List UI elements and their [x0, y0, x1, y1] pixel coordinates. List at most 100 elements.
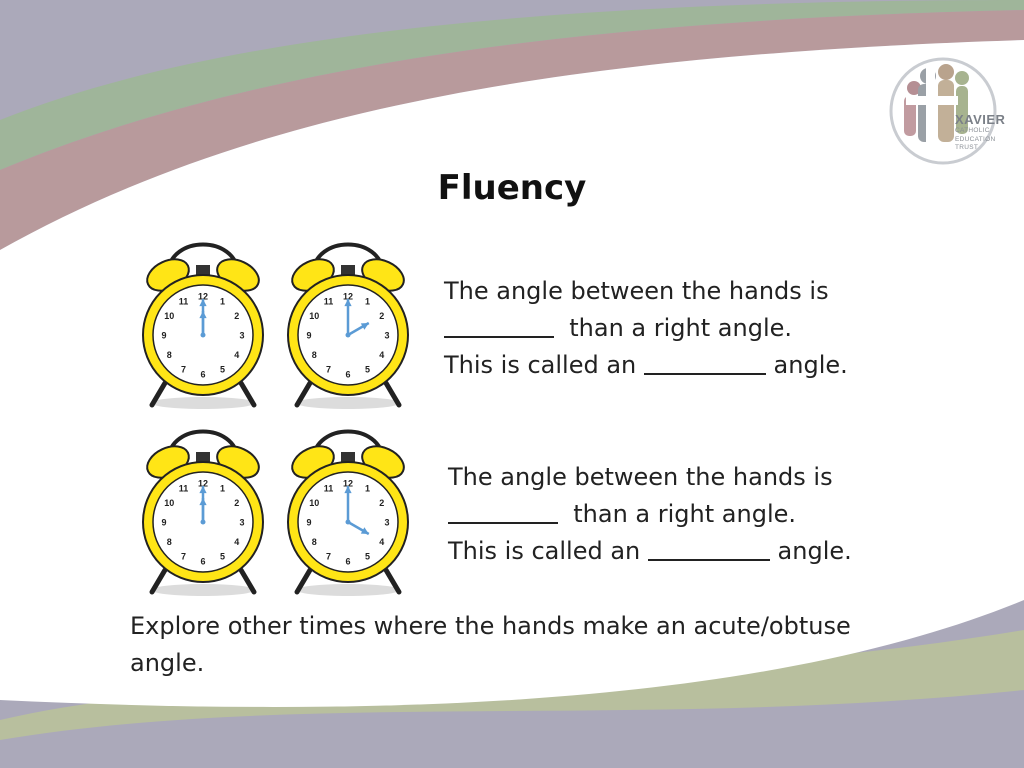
clock-leg	[238, 567, 257, 595]
xavier-trust-logo	[889, 57, 997, 165]
question-line-3-prefix: This is called an	[448, 537, 641, 565]
clock-number: 9	[306, 331, 311, 341]
clock-shadow	[151, 584, 255, 596]
clock-center	[200, 519, 206, 525]
clock-number: 6	[200, 370, 205, 380]
clock-leg	[149, 567, 168, 595]
clock-number: 4	[379, 350, 384, 360]
clock-number: 9	[161, 518, 166, 528]
clock-shadow	[296, 584, 400, 596]
clock-center	[200, 332, 206, 338]
question-line-2: than a right angle.	[444, 310, 848, 347]
clock-number: 1	[220, 484, 225, 494]
hour-hand-tip	[199, 498, 207, 506]
clock-knob	[341, 452, 355, 464]
clock-number: 2	[234, 311, 239, 321]
clock-leg	[238, 380, 257, 408]
clock-number: 11	[179, 297, 189, 307]
answer-blank[interactable]	[647, 535, 770, 561]
clock-number: 9	[306, 518, 311, 528]
clock-number: 11	[179, 484, 189, 494]
answer-blank[interactable]	[643, 349, 766, 375]
clock-number: 4	[234, 537, 239, 547]
minute-hand-tip	[199, 299, 207, 307]
clock-number: 7	[326, 364, 331, 374]
clock-number: 3	[239, 331, 244, 341]
clock-leg	[294, 380, 313, 408]
clock-number: 12	[198, 292, 208, 302]
clock-number: 5	[220, 551, 225, 561]
clock-number: 11	[324, 297, 334, 307]
clock-number: 2	[234, 498, 239, 508]
minute-hand-tip	[199, 486, 207, 494]
logo-text: XAVIER CATHOLIC EDUCATION TRUST	[955, 113, 1005, 152]
clock-knob	[196, 452, 210, 464]
logo-name: XAVIER	[955, 112, 1006, 127]
clock-number: 8	[167, 537, 172, 547]
explore-text: Explore other times where the hands make…	[130, 612, 851, 677]
clock-number: 4	[379, 537, 384, 547]
clock-number: 5	[220, 364, 225, 374]
page-title: Fluency	[437, 168, 587, 208]
clock-number: 10	[309, 498, 319, 508]
clock-number: 10	[164, 311, 174, 321]
clock-number: 8	[312, 350, 317, 360]
question-line-3-suffix: angle.	[777, 537, 852, 565]
clock-number: 7	[326, 551, 331, 561]
clock-number: 3	[384, 331, 389, 341]
clock-knob	[341, 265, 355, 277]
clock-number: 1	[365, 297, 370, 307]
clock-number: 2	[379, 498, 384, 508]
question-line-2: than a right angle.	[448, 496, 852, 533]
question-line-2-text: than a right angle.	[569, 314, 793, 342]
question-line-3: This is called an angle.	[448, 533, 852, 570]
clock-shadow	[151, 397, 255, 409]
clock-number: 11	[324, 484, 334, 494]
clock-leg	[149, 380, 168, 408]
answer-blank[interactable]	[444, 312, 554, 338]
answer-blank[interactable]	[448, 498, 558, 524]
clock-number: 3	[239, 518, 244, 528]
question-line-1: The angle between the hands is	[448, 463, 833, 491]
clock-shadow	[296, 397, 400, 409]
question-text-1: The angle between the hands is than a ri…	[444, 273, 848, 384]
clock-number: 6	[345, 370, 350, 380]
clock-number: 8	[167, 350, 172, 360]
clock-knob	[196, 265, 210, 277]
clock-number: 3	[384, 518, 389, 528]
clock-number: 8	[312, 537, 317, 547]
question-line-3-suffix: angle.	[773, 351, 848, 379]
question-line-3: This is called an angle.	[444, 347, 848, 384]
question-text-2: The angle between the hands is than a ri…	[448, 459, 852, 570]
clock-number: 9	[161, 331, 166, 341]
logo-subtitle-2: EDUCATION	[955, 135, 996, 143]
clock-number: 10	[309, 311, 319, 321]
clock-number: 12	[343, 292, 353, 302]
logo-subtitle-1: CATHOLIC	[955, 127, 990, 134]
clock-number: 7	[181, 364, 186, 374]
clock-leg	[383, 380, 402, 408]
clock-number: 1	[365, 484, 370, 494]
clock-number: 5	[365, 364, 370, 374]
hour-hand-tip	[199, 311, 207, 319]
clock-number: 1	[220, 297, 225, 307]
question-line-2-text: than a right angle.	[573, 500, 797, 528]
clock-number: 7	[181, 551, 186, 561]
hour-hand-tip	[360, 323, 369, 330]
clock-number: 12	[343, 479, 353, 489]
clock-number: 2	[379, 311, 384, 321]
minute-hand-tip	[344, 299, 352, 307]
clock-number: 12	[198, 479, 208, 489]
clock-center	[345, 332, 351, 338]
clock-number: 10	[164, 498, 174, 508]
clock-number: 4	[234, 350, 239, 360]
hour-hand-tip	[360, 527, 369, 534]
clock-center	[345, 519, 351, 525]
clock-leg	[294, 567, 313, 595]
clock-number: 5	[365, 551, 370, 561]
clock-leg	[383, 567, 402, 595]
